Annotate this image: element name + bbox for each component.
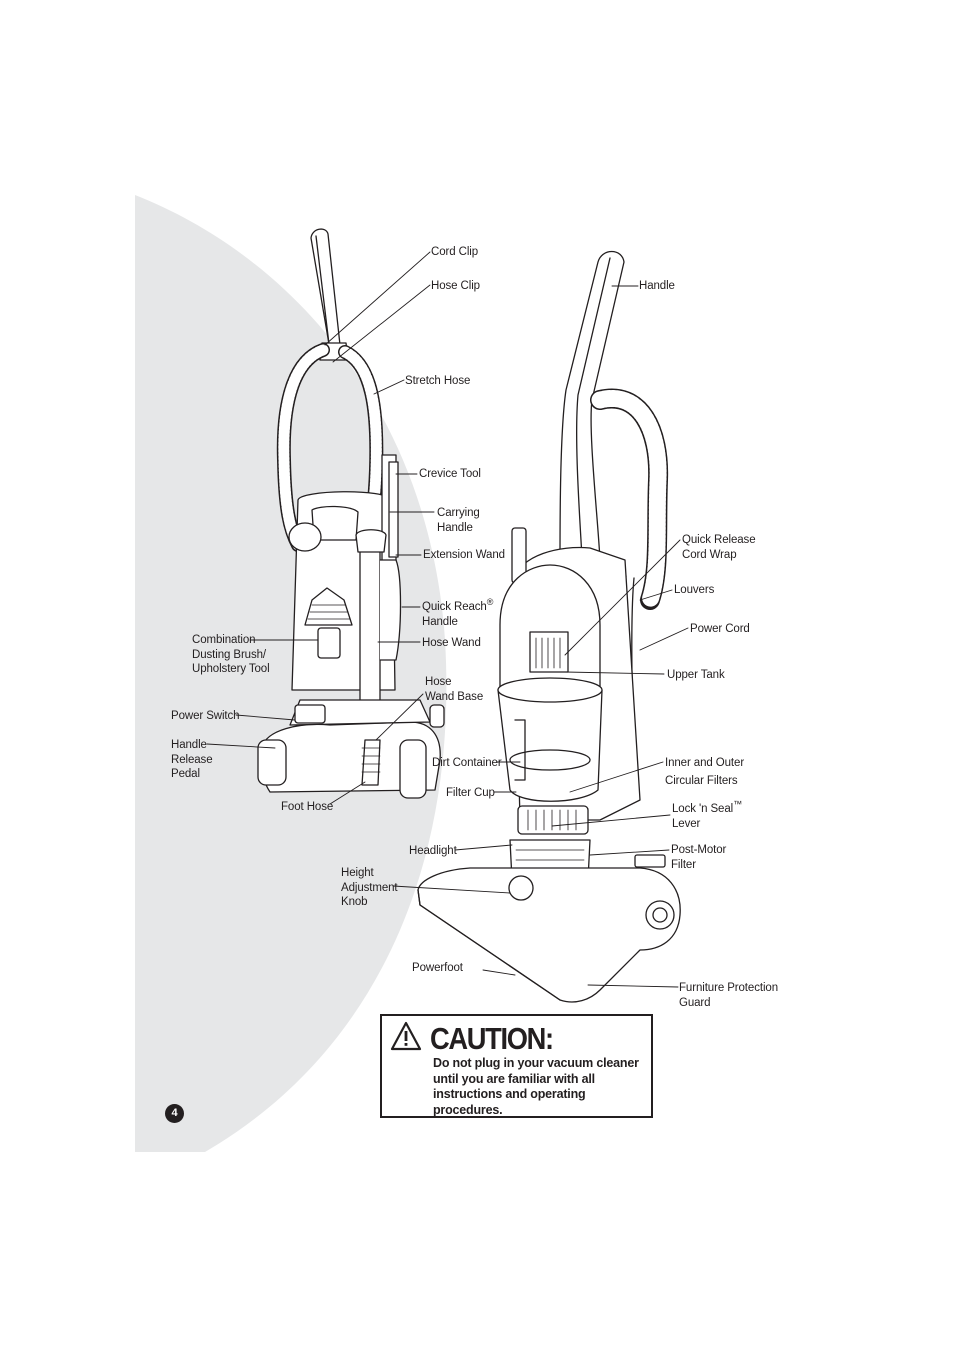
label-hose-clip: Hose Clip — [431, 280, 480, 292]
label-dirt-container: Dirt Container — [432, 757, 502, 769]
label-extension-wand: Extension Wand — [423, 549, 505, 561]
leader-lines — [206, 251, 689, 988]
label-filter-cup: Filter Cup — [446, 787, 495, 799]
label-stretch-hose: Stretch Hose — [405, 375, 471, 387]
label-louvers: Louvers — [674, 584, 715, 596]
caution-title: CAUTION: — [430, 1021, 554, 1056]
label-handle: Handle — [639, 280, 675, 292]
label-headlight: Headlight — [409, 845, 457, 857]
label-foot-hose: Foot Hose — [281, 801, 334, 813]
label-upper-tank: Upper Tank — [667, 669, 725, 681]
label-hose-wand: Hose Wand — [422, 637, 481, 649]
label-power-switch: Power Switch — [171, 710, 240, 722]
label-power-cord: Power Cord — [690, 623, 750, 635]
caution-box: CAUTION: Do not plug in your vacuum clea… — [380, 1014, 653, 1118]
label-crevice-tool: Crevice Tool — [419, 468, 481, 480]
label-quick-reach-handle: Quick Reach®Handle — [422, 597, 494, 628]
caution-body: Do not plug in your vacuum cleaner until… — [433, 1056, 639, 1117]
page-number: 4 — [165, 1104, 184, 1123]
rear-view-vacuum — [257, 228, 445, 799]
front-view-vacuum — [417, 250, 681, 1003]
label-powerfoot: Powerfoot — [412, 962, 463, 974]
warning-triangle-icon — [390, 1021, 422, 1051]
label-cord-clip: Cord Clip — [431, 246, 479, 258]
